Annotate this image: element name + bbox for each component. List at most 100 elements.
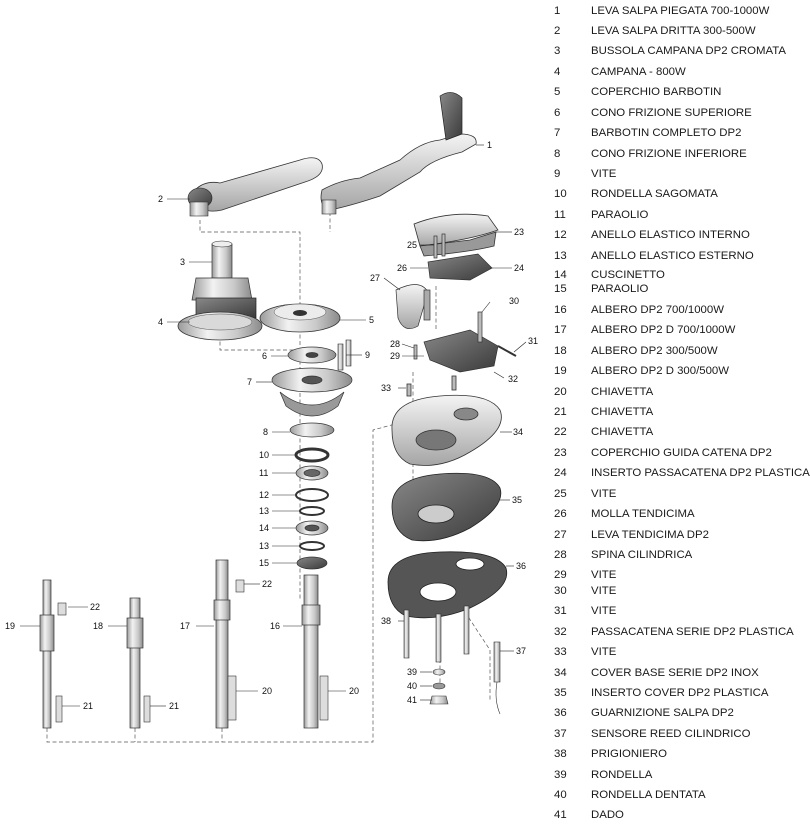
- callout-3: 3: [180, 257, 185, 267]
- chain-pipe: [413, 311, 517, 373]
- part-name: DADO: [591, 809, 624, 821]
- tension-lever: [395, 284, 431, 329]
- part-number: 20: [554, 386, 567, 398]
- shafts: [39, 559, 321, 729]
- part-name: LEVA SALPA PIEGATA 700-1000W: [591, 5, 770, 17]
- callout-1: 1: [487, 140, 492, 150]
- part-number: 5: [554, 86, 561, 98]
- callout-36: 36: [516, 561, 526, 571]
- part-number: 14: [554, 269, 567, 281]
- part-number: 8: [554, 148, 561, 160]
- callout-31: 31: [528, 336, 538, 346]
- part-name: SPINA CILINDRICA: [591, 549, 693, 561]
- part-name: ANELLO ELASTICO INTERNO: [591, 229, 750, 241]
- part-number: 13: [554, 250, 567, 262]
- part-name: CHIAVETTA: [591, 386, 654, 398]
- callout-22b: 22: [262, 579, 272, 589]
- part-name: CONO FRIZIONE SUPERIORE: [591, 107, 752, 119]
- part-name: VITE: [591, 168, 617, 180]
- keys: [55, 579, 329, 723]
- callout-27: 27: [370, 273, 380, 283]
- part-name: CAMPANA - 800W: [591, 66, 686, 78]
- gasket: [387, 551, 508, 619]
- part-number: 24: [554, 467, 567, 479]
- part-number: 27: [554, 529, 567, 541]
- callout-6: 6: [262, 351, 267, 361]
- part-number: 11: [554, 209, 566, 221]
- part-number: 22: [554, 426, 567, 438]
- callout-9: 9: [365, 350, 370, 360]
- part-row: 6 CONO FRIZIONE SUPERIORE: [554, 106, 752, 120]
- part-row: 12 ANELLO ELASTICO INTERNO: [554, 228, 750, 242]
- part-row: 34 COVER BASE SERIE DP2 INOX: [554, 666, 759, 680]
- callout-2: 2: [158, 194, 163, 204]
- part-name: COVER BASE SERIE DP2 INOX: [591, 667, 759, 679]
- callout-20b: 20: [262, 686, 272, 696]
- part-number: 10: [554, 188, 567, 200]
- callout-12: 12: [259, 490, 269, 500]
- callout-34: 34: [513, 427, 523, 437]
- bell-assembly: [177, 240, 263, 341]
- part-name: RONDELLA DENTATA: [591, 789, 706, 801]
- washers-nut: [429, 668, 449, 705]
- part-row: 41 DADO: [554, 808, 624, 822]
- callout-23: 23: [514, 227, 524, 237]
- callout-32: 32: [508, 374, 518, 384]
- callout-22a: 22: [90, 602, 100, 612]
- part-number: 15: [554, 283, 567, 295]
- callout-4: 4: [158, 317, 163, 327]
- part-name: SENSORE REED CILINDRICO: [591, 728, 751, 740]
- reed-sensor: [493, 641, 501, 715]
- part-name: LEVA SALPA DRITTA 300-500W: [591, 25, 756, 37]
- callout-26: 26: [397, 263, 407, 273]
- part-number: 6: [554, 107, 561, 119]
- part-name: INSERTO PASSACATENA DP2 PLASTICA: [591, 467, 810, 479]
- exploded-diagram: 1 2 3 4 5 6 7 8 9 10 11 12 13 14 13 15 1…: [5, 92, 538, 743]
- callout-8: 8: [263, 427, 268, 437]
- base-cover: [391, 375, 502, 466]
- part-number: 18: [554, 345, 567, 357]
- studs: [403, 605, 470, 663]
- part-number: 19: [554, 365, 567, 377]
- part-name: PASSACATENA SERIE DP2 PLASTICA: [591, 626, 794, 638]
- part-number: 12: [554, 229, 567, 241]
- part-number: 21: [554, 406, 567, 418]
- part-number: 3: [554, 45, 561, 57]
- callout-39: 39: [407, 667, 417, 677]
- callout-20a: 20: [349, 686, 359, 696]
- callout-14: 14: [259, 523, 269, 533]
- part-number: 26: [554, 508, 567, 520]
- part-number: 16: [554, 304, 567, 316]
- part-row: 20 CHIAVETTA: [554, 385, 653, 399]
- part-number: 9: [554, 168, 561, 180]
- lever-straight: [187, 157, 323, 217]
- part-number: 34: [554, 667, 567, 679]
- callout-15: 15: [259, 558, 269, 568]
- callout-10: 10: [259, 450, 269, 460]
- cover-insert: [391, 472, 502, 542]
- part-name: CHIAVETTA: [591, 426, 654, 438]
- callout-5: 5: [369, 315, 374, 325]
- part-name: ALBERO DP2 D 700/1000W: [591, 324, 736, 336]
- callout-17: 17: [180, 621, 190, 631]
- part-name: ALBERO DP2 D 300/500W: [591, 365, 730, 377]
- callout-16: 16: [270, 621, 280, 631]
- part-number: 41: [554, 809, 567, 821]
- callout-41: 41: [407, 695, 417, 705]
